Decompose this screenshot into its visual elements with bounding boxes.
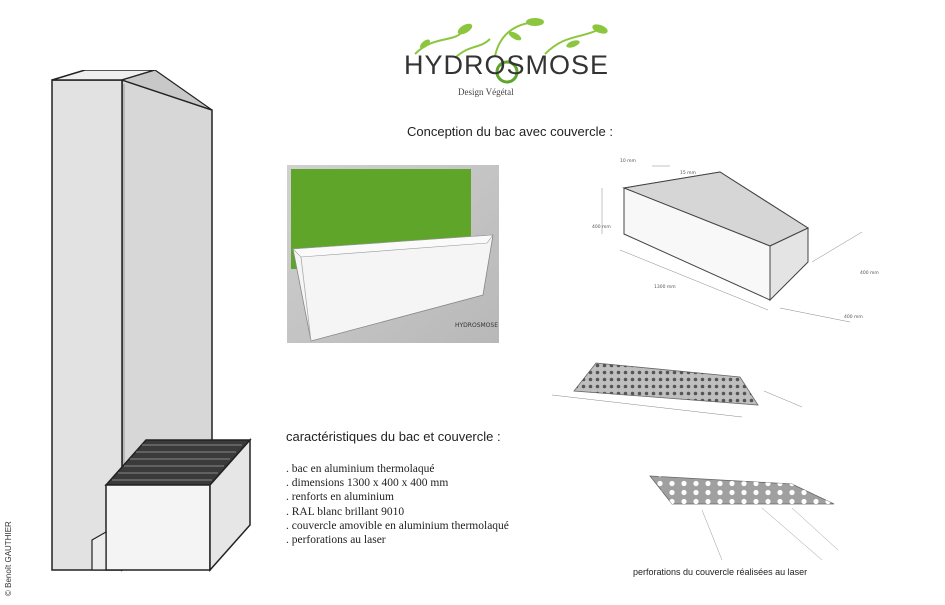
perforation-caption: perforations du couvercle réalisées au l… [633,567,808,577]
planter-render: HYDROSMOSE [287,165,499,343]
svg-text:10 mm: 10 mm [620,158,636,164]
perforation-closeup [649,475,839,561]
list-item: . perforations au laser [286,534,386,547]
svg-text:15 mm: 15 mm [680,170,696,176]
svg-text:400 mm: 400 mm [592,224,611,230]
specs-title: caractéristiques du bac et couvercle : [286,429,501,444]
list-item: . bac en aluminium thermolaqué [286,463,435,475]
list-item: . RAL blanc brillant 9010 [286,505,405,518]
mini-brand-text: HYDROSMOSE [455,322,498,329]
svg-text:1300 mm: 1300 mm [654,284,676,290]
list-item: . dimensions 1300 x 400 x 400 mm [286,477,449,490]
perforated-lid-drawing [552,362,803,418]
brand-tagline: Design Végétal [458,87,514,97]
wall-planter-illustration [51,70,252,572]
specs-list: . bac en aluminium thermolaqué . dimensi… [286,462,509,547]
svg-text:400 mm: 400 mm [844,314,863,320]
leaf-logo-icon [414,18,608,84]
page-heading: Conception du bac avec couvercle : [407,124,613,139]
list-item: . renforts en aluminium [286,491,394,504]
photo-credit: © Benoît GAUTHIER [4,521,13,596]
svg-text:400 mm: 400 mm [860,270,879,276]
box-dimension-drawing: 10 mm 15 mm 400 mm 1300 mm 400 mm 400 mm [592,158,879,323]
brand-name: HYDROSMOSE [404,50,610,80]
list-item: . couvercle amovible en aluminium thermo… [286,519,509,532]
